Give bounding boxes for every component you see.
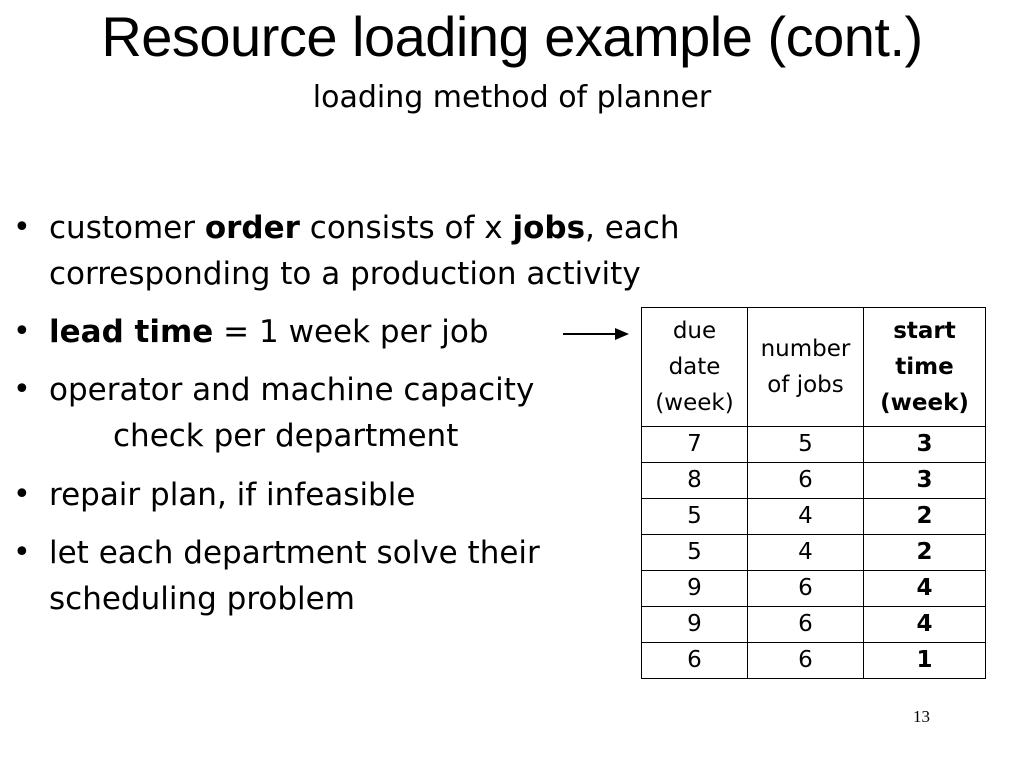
table-row: 6 6 1 (641, 642, 986, 679)
cell-number-of-jobs: 6 (747, 570, 864, 607)
page-number: 13 (913, 707, 930, 726)
cell-start-time: 3 (863, 426, 986, 463)
bullet-dot-icon: • (13, 314, 31, 349)
bullet-text: repair plan, if infeasible (49, 477, 416, 513)
header-line: number (760, 336, 851, 362)
cell-due-date: 7 (641, 426, 748, 463)
cell-due-date: 8 (641, 462, 748, 499)
bullet-list: • customer order consists of x jobs, eac… (13, 205, 680, 622)
header-line: (week) (655, 390, 734, 416)
cell-number-of-jobs: 6 (747, 462, 864, 499)
bullet-text: customer order consists of x jobs, each … (49, 205, 680, 297)
header-line: of jobs (767, 372, 844, 398)
bullet-text: let each department solve their scheduli… (49, 530, 629, 622)
text-run: customer (49, 210, 205, 246)
header-due-date: due date (week) (641, 307, 748, 427)
header-line: date (668, 354, 721, 380)
table-header-row: due date (week) number of jobs start tim… (641, 307, 986, 427)
header-line: (week) (880, 390, 969, 416)
bullet-text: lead time = 1 week per job (49, 309, 629, 355)
bullet-line-indented: check per department (113, 418, 459, 454)
cell-start-time: 3 (863, 462, 986, 499)
table-row: 9 6 4 (641, 606, 986, 643)
table-row: 7 5 3 (641, 426, 986, 463)
table-row: 5 4 2 (641, 534, 986, 571)
text-run-bold: order (204, 210, 300, 246)
cell-start-time: 4 (863, 606, 986, 643)
cell-due-date: 6 (641, 642, 748, 679)
bullet-text: operator and machine capacity check per … (49, 367, 629, 459)
text-run: consists of x (299, 210, 513, 246)
cell-due-date: 9 (641, 570, 748, 607)
cell-start-time: 1 (863, 642, 986, 679)
cell-start-time: 4 (863, 570, 986, 607)
text-run: = 1 week per job (213, 314, 489, 350)
bullet-line: let each department solve their (49, 535, 540, 571)
bullet-dot-icon: • (13, 372, 31, 407)
table-row: 5 4 2 (641, 498, 986, 535)
cell-number-of-jobs: 4 (747, 534, 864, 571)
text-run: , each (585, 210, 680, 246)
cell-number-of-jobs: 6 (747, 642, 864, 679)
cell-due-date: 5 (641, 534, 748, 571)
bullet-dot-icon: • (13, 535, 31, 570)
cell-number-of-jobs: 5 (747, 426, 864, 463)
bullet-dot-icon: • (13, 210, 31, 245)
arrow-right-icon (563, 328, 629, 340)
table-row: 8 6 3 (641, 462, 986, 499)
bullet-line: scheduling problem (49, 581, 355, 617)
bullet-line: corresponding to a production activity (49, 256, 641, 292)
header-line: start (893, 318, 956, 344)
bullet-line: customer order consists of x jobs, each (49, 210, 680, 246)
bullet-dot-icon: • (13, 477, 31, 512)
header-start-time: start time (week) (863, 307, 986, 427)
table-row: 9 6 4 (641, 570, 986, 607)
cell-number-of-jobs: 6 (747, 606, 864, 643)
cell-due-date: 9 (641, 606, 748, 643)
cell-due-date: 5 (641, 498, 748, 535)
slide-subtitle: loading method of planner (312, 80, 712, 115)
bullet-line: operator and machine capacity (49, 372, 535, 408)
header-number-of-jobs: number of jobs (747, 307, 864, 427)
cell-start-time: 2 (863, 534, 986, 571)
cell-number-of-jobs: 4 (747, 498, 864, 535)
job-schedule-table: due date (week) number of jobs start tim… (641, 307, 986, 679)
text-run-bold: jobs (512, 210, 586, 246)
header-line: time (895, 354, 954, 380)
header-line: due (672, 318, 717, 344)
cell-start-time: 2 (863, 498, 986, 535)
text-run-bold: lead time (49, 314, 214, 350)
slide-title: Resource loading example (cont.) (101, 5, 923, 68)
